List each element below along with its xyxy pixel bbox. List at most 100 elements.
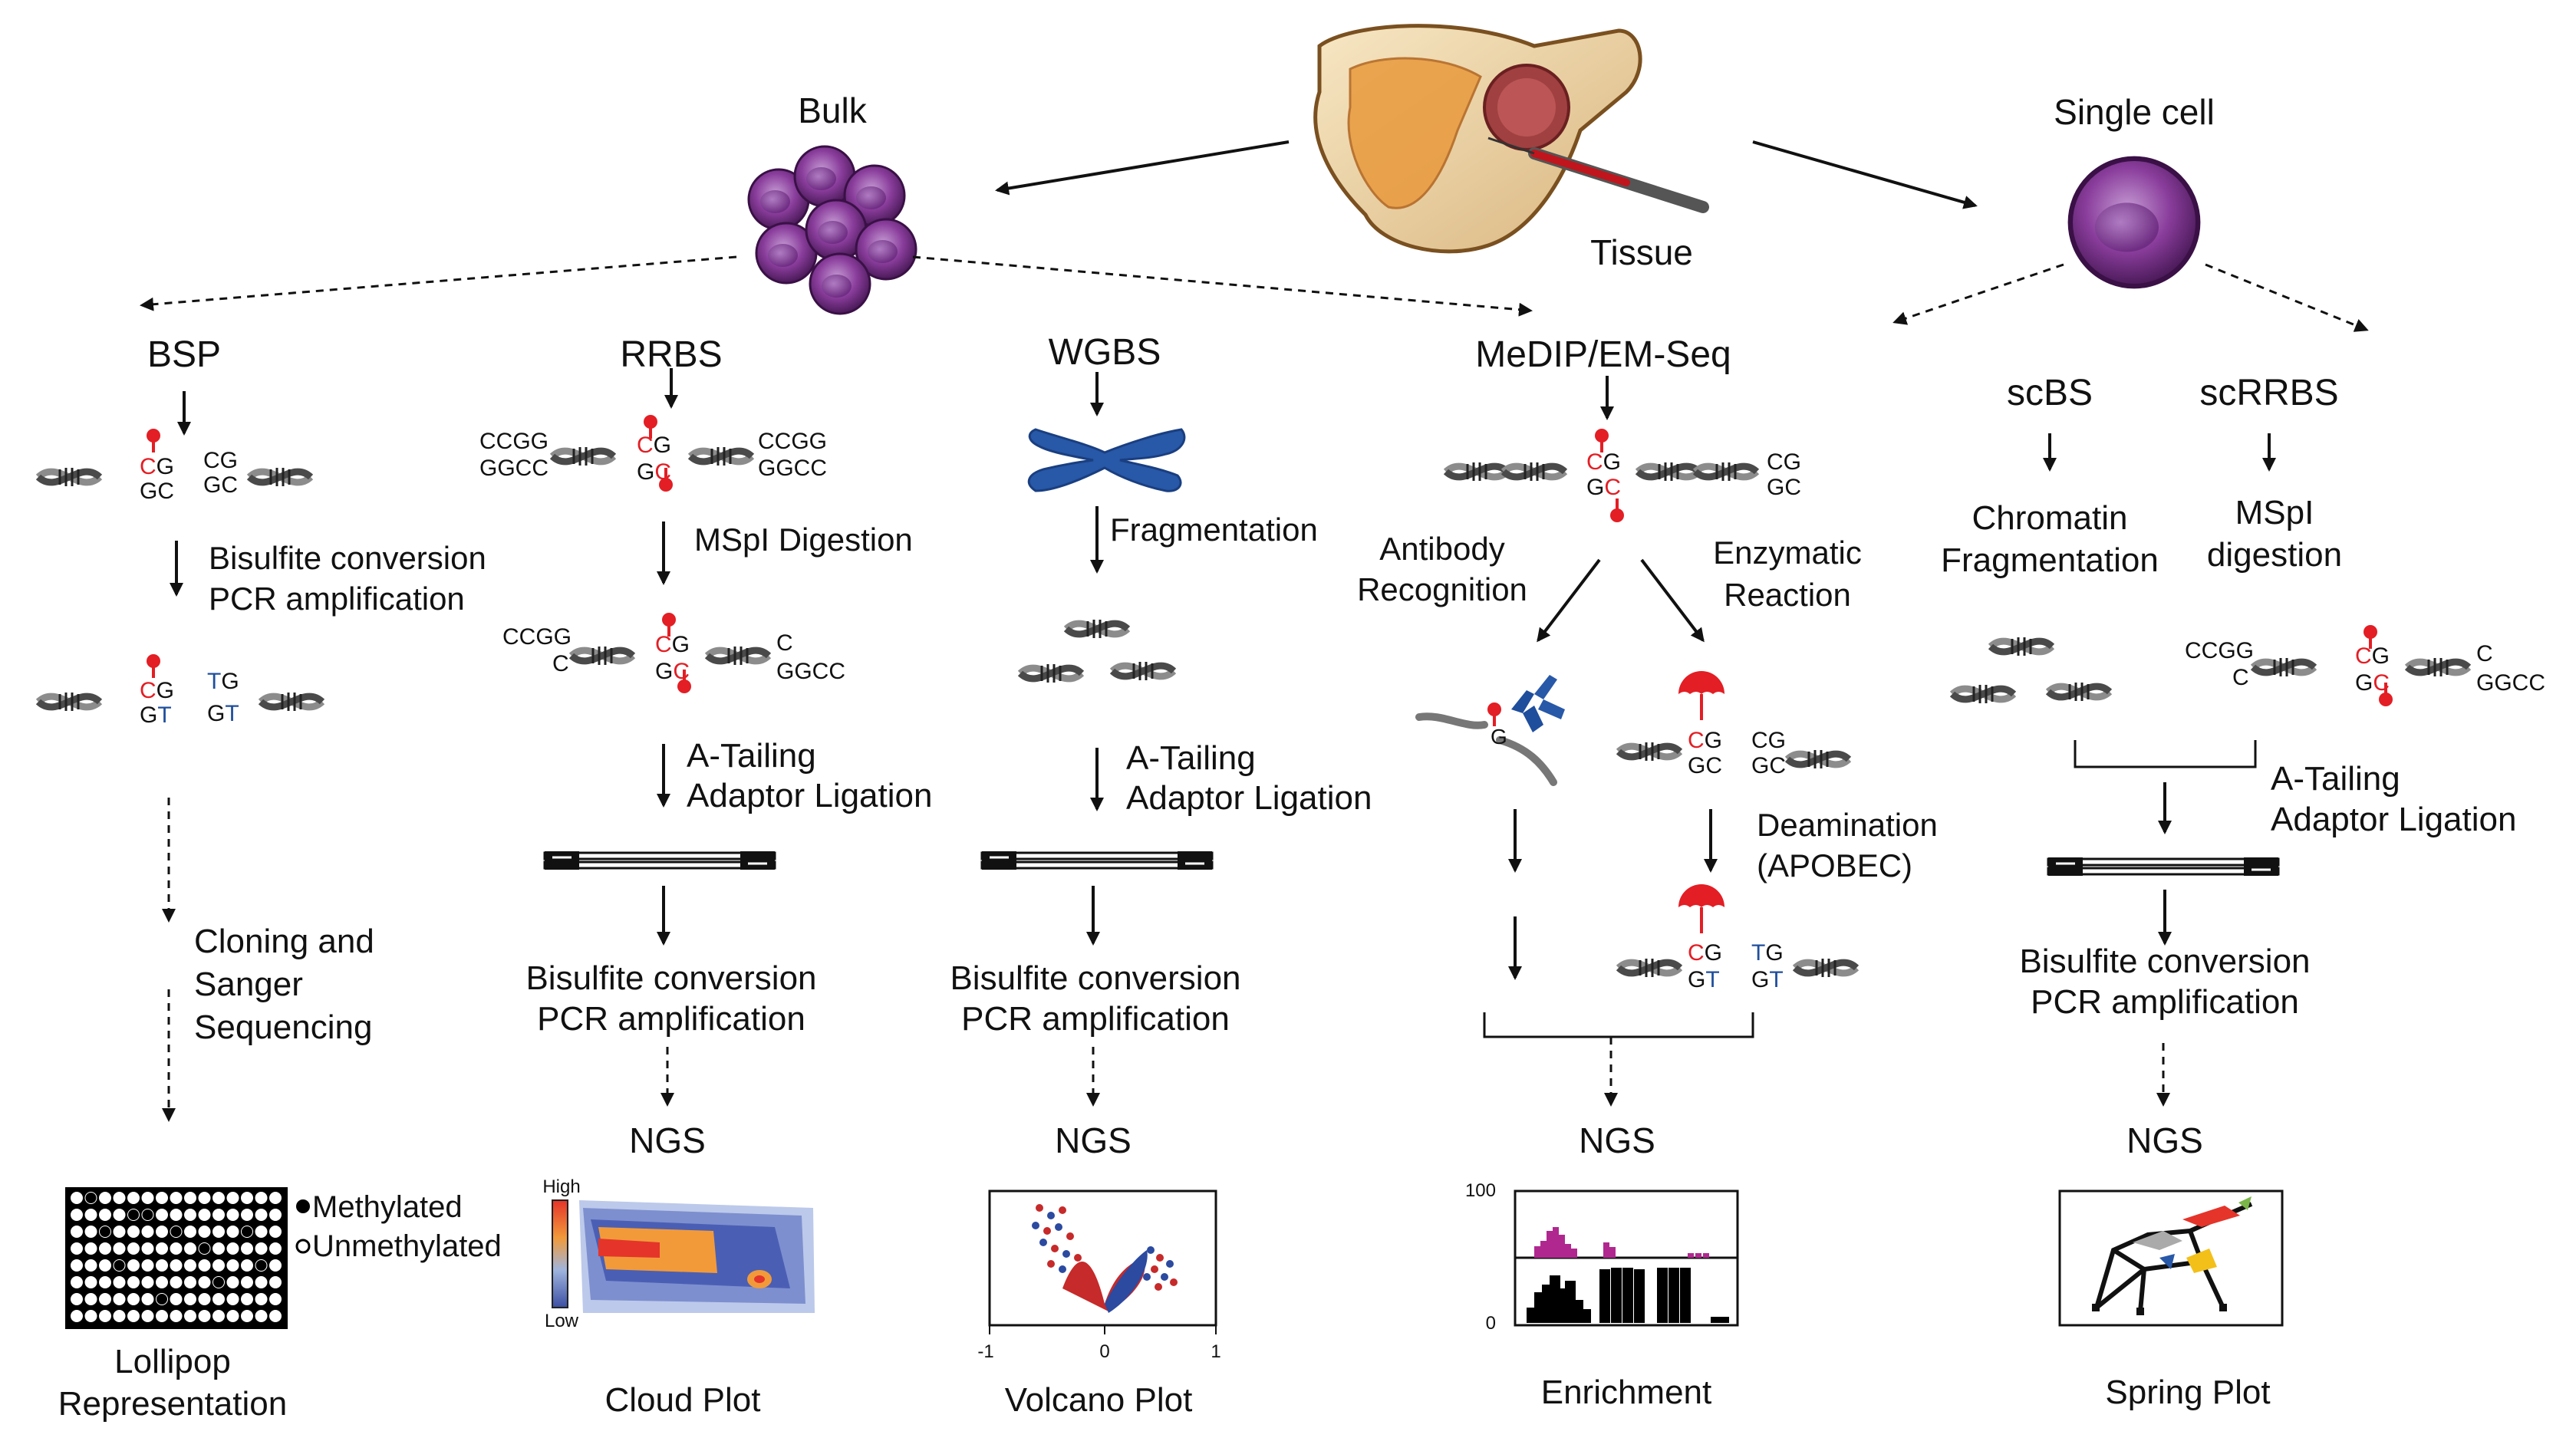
enrichment-bar-top [1571,1249,1577,1258]
lollipop-dot [212,1209,225,1221]
rrbs-column: RRBS CCGG GGCC CG GC CCGG GGCC MSpI Dige… [479,334,932,1419]
lollipop-dot [113,1259,126,1272]
lollipop-dot [141,1259,154,1272]
lollipop-dot [269,1259,282,1272]
lollipop-dot [156,1276,168,1288]
volcano-point [1047,1260,1055,1268]
lollipop-dot [84,1276,97,1288]
lollipop-dot [170,1209,183,1221]
sc-merge-bracket [2074,740,2257,768]
lollipop-dot [84,1226,97,1238]
lollipop-dot [212,1259,225,1272]
deam-seq-top: CG [1688,940,1722,966]
lollipop-dot [156,1293,168,1305]
lollipop-dot [113,1226,126,1238]
lollipop-dot [113,1209,126,1221]
lollipop-dot [170,1276,183,1288]
wgbs-step1: Fragmentation [1110,512,1318,548]
volcano-point [1059,1265,1066,1273]
lollipop-dot [84,1293,97,1305]
bsp-title: BSP [147,334,221,375]
rrbs-step1: MSpI Digestion [694,522,913,558]
wgbs-step2-line2: Adaptor Ligation [1126,779,1372,817]
volcano-point [1161,1273,1168,1281]
lollipop-dot [127,1192,140,1204]
enrichment-bar-bottom [1657,1268,1668,1323]
lollipop-dot [156,1259,168,1272]
bsp-cg-plain-bottom: GC [203,472,238,498]
lollipop-dot [184,1259,196,1272]
lollipop-dot [226,1293,239,1305]
sc-step3-line1: Bisulfite conversion [2019,943,2310,980]
bsp-tg-plain-bottom: GT [207,701,239,726]
bsp-cg-top: CG [140,454,174,479]
deam-seq-bottom: GT [1688,967,1720,992]
spring-plot-label: Spring Plot [2105,1374,2270,1411]
sc-step2-line1: A-Tailing [2271,760,2400,798]
bsp-tg-bottom: GT [140,702,172,728]
medip-seq-top: CG [1586,449,1621,475]
scrrbs-title: scRRBS [2199,373,2338,413]
enrichment-bar-top [1553,1227,1559,1258]
lollipop-dot [71,1259,83,1272]
lollipop-dot [198,1259,211,1272]
spring-plot [2058,1189,2284,1327]
volcano-point [1143,1273,1151,1281]
lollipop-dot [212,1242,225,1255]
volcano-point [1043,1227,1051,1235]
lollipop-dot [241,1310,253,1322]
volcano-point [1062,1250,1070,1258]
lollipop-dot [170,1192,183,1204]
lollipop-dot [184,1192,196,1204]
lollipop-dot [255,1209,268,1221]
volcano-point [1039,1239,1047,1246]
scrrbs-step-line1: MSpI [2235,494,2314,531]
volcano-point [1170,1278,1178,1286]
branch-right-line2: Reaction [1724,577,1851,613]
bsp-step1-line2: PCR amplification [209,581,465,617]
enz-seq-top: CG [1688,728,1722,753]
lollipop-dot [184,1293,196,1305]
heat-color-scale [552,1199,568,1308]
lollipop-dot [113,1276,126,1288]
enrichment-bar-top [1565,1244,1571,1258]
lollipop-dot [255,1226,268,1238]
bsp-column: BSP CG GC CG GC Bisulfite conversion PCR… [38,334,502,1423]
lollipop-dot [141,1293,154,1305]
enrichment-bar-bottom [1622,1268,1633,1323]
branch-left-line2: Recognition [1357,571,1527,607]
lollipop-dot [127,1259,140,1272]
rrbs-ngs: NGS [629,1120,706,1160]
bsp-cg-plain-top: CG [203,448,238,473]
lollipop-dot [99,1293,111,1305]
lollipop-dot [241,1192,253,1204]
lollipop-dot [84,1242,97,1255]
volcano-point [1166,1260,1174,1268]
lollipop-dot [212,1226,225,1238]
enrichment-bar-bottom [1599,1269,1610,1323]
lollipop-dot [141,1209,154,1221]
enz-seq-plain-top: CG [1751,728,1786,753]
sc-cut-left-top: CCGG [2185,638,2254,663]
rrbs-seq-right-bottom: GGCC [758,456,827,481]
lollipop-dot [198,1310,211,1322]
enrichment-bar-top [1547,1231,1553,1258]
tissue-bone-illustration [1313,24,1709,254]
rrbs-seq-right-top: CCGG [758,429,827,454]
enrichment-bar-bottom [1634,1269,1645,1323]
arrow-tissue-to-single-cell [1752,140,1978,209]
lollipop-dot [241,1293,253,1305]
enrichment-bar-bottom [1711,1317,1721,1323]
lollipop-dot [127,1310,140,1322]
lollipop-dot [71,1226,83,1238]
medip-seq-plain-top: CG [1767,449,1801,475]
rrbs-seq-left-bottom: GGCC [479,456,548,481]
lollipop-dot [71,1293,83,1305]
medip-title: MeDIP/EM-Seq [1475,334,1731,375]
lollipop-dot [127,1276,140,1288]
lollipop-dot [170,1242,183,1255]
lollipop-dot [226,1310,239,1322]
lollipop-dot [241,1209,253,1221]
single-cell-icon [2070,159,2198,286]
lollipop-dot [156,1192,168,1204]
